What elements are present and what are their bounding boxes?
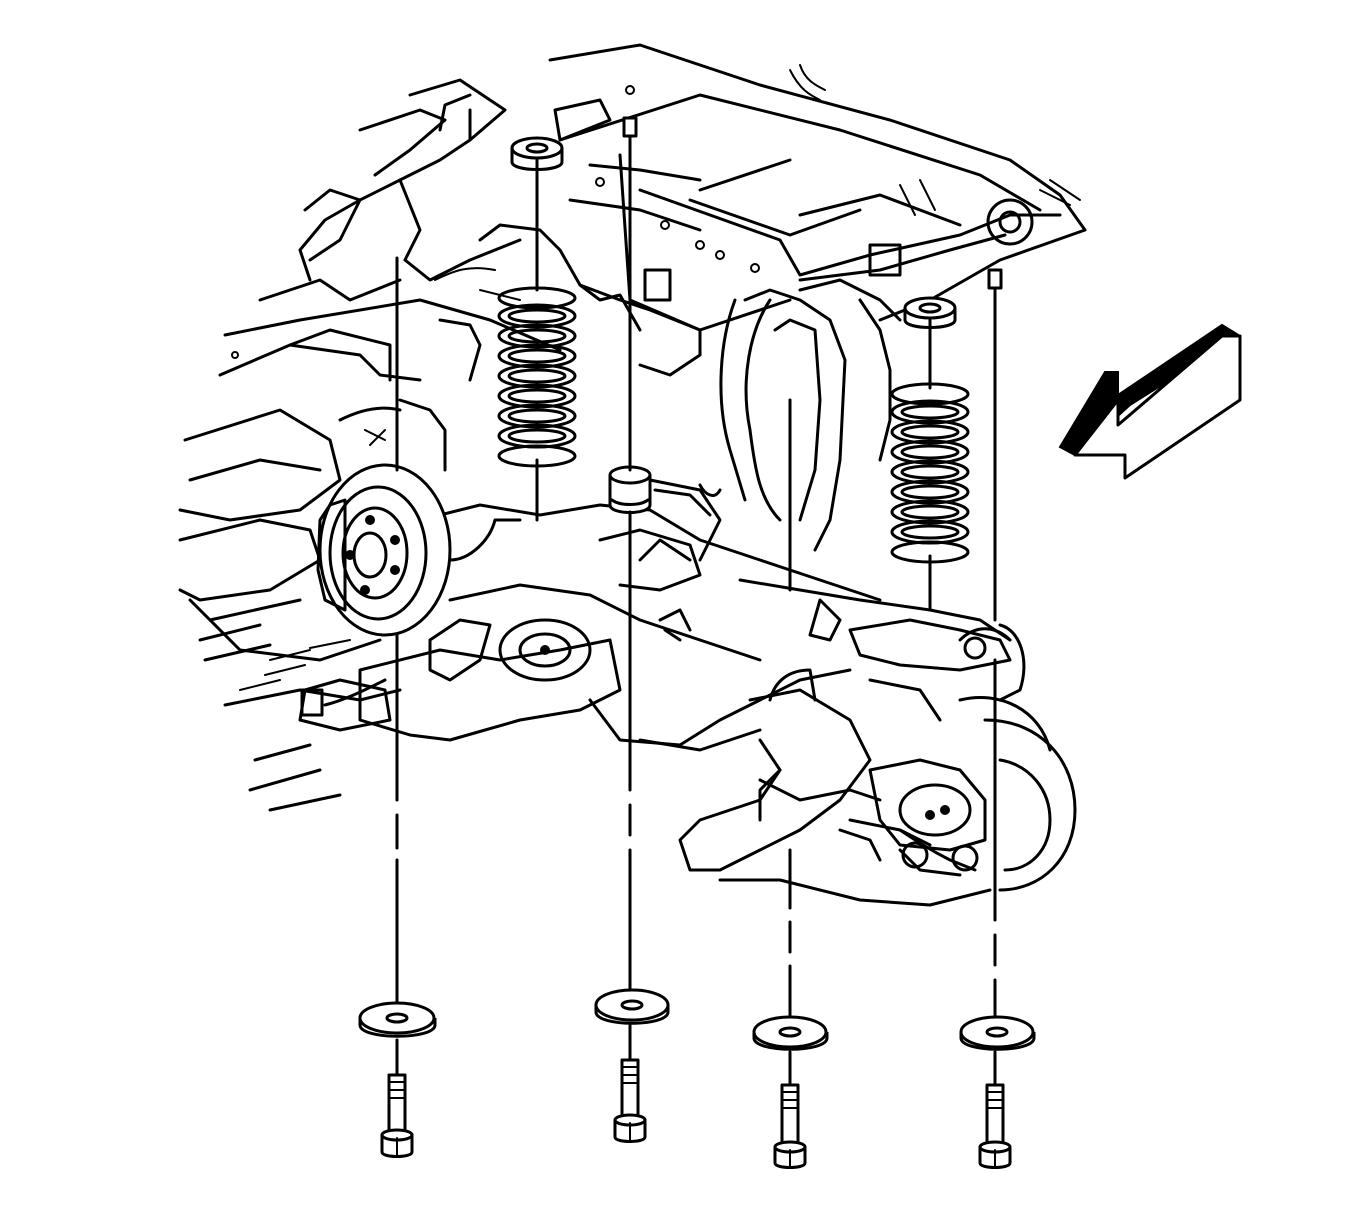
vehicle-underbody — [178, 43, 1087, 907]
hex-bolt-4 — [978, 1050, 1012, 1169]
washer-2 — [594, 988, 670, 1025]
hex-bolt-1 — [380, 1038, 414, 1158]
isolator-bushing-center — [608, 465, 652, 514]
washer-3 — [752, 1015, 829, 1051]
hex-bolt-3 — [773, 1050, 807, 1169]
coil-spring-right — [890, 382, 970, 564]
wheel-hub — [316, 463, 522, 637]
washer-1 — [358, 1001, 437, 1038]
coil-spring-left — [497, 286, 577, 468]
hex-bolt-2 — [613, 1023, 647, 1143]
arrow-icon — [1058, 323, 1242, 480]
alignment-lines — [395, 116, 1003, 1030]
washer-4 — [959, 1015, 1036, 1051]
